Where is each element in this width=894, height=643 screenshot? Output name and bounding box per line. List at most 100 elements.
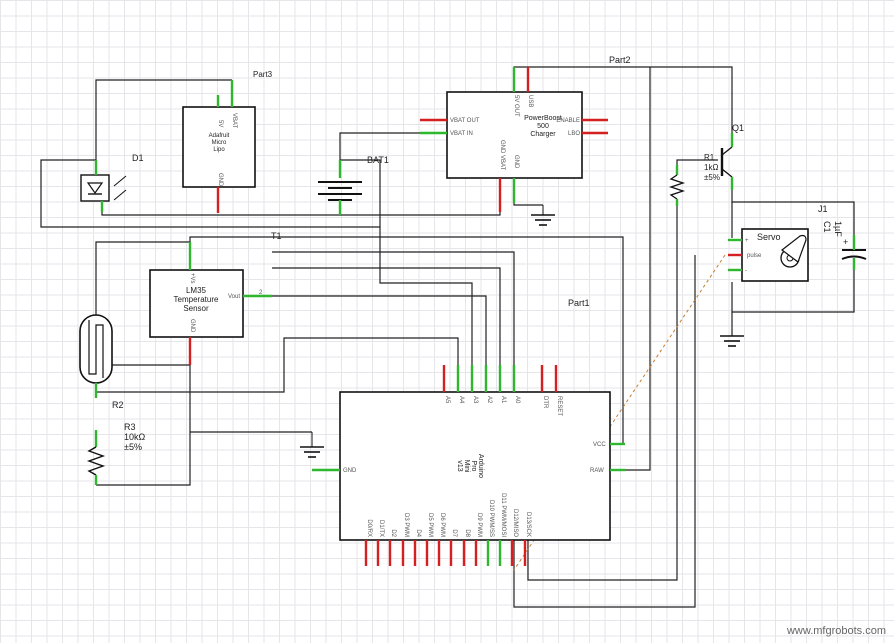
svg-text:VBAT: VBAT — [231, 113, 237, 129]
svg-text:ENABLE: ENABLE — [556, 118, 580, 124]
r1-label: R1 — [704, 153, 715, 162]
part1-pin-label: RESET — [556, 396, 562, 416]
svg-text:5V OUT: 5V OUT — [513, 95, 519, 117]
r2-label: R2 — [112, 400, 124, 410]
part1-pin-label: A0 — [514, 396, 520, 404]
svg-text:Temperature: Temperature — [174, 295, 219, 304]
part1-pin-label: D4 — [415, 529, 421, 537]
svg-text:RAW: RAW — [590, 468, 604, 474]
part1-pin-label: D2 — [390, 529, 396, 537]
wire-a1 — [272, 267, 501, 392]
svg-text:2: 2 — [259, 290, 263, 296]
part1-pin-label: D13/SCK — [525, 512, 531, 537]
r1-zigzag — [668, 174, 686, 200]
svg-text:pulse: pulse — [747, 253, 762, 259]
j1-name: Servo — [757, 232, 781, 242]
wire-raw — [625, 67, 651, 471]
r1-tolerance: ±5% — [704, 173, 720, 182]
part2-label: Part2 — [609, 55, 631, 65]
r1-resistor: R1 1kΩ ±5% — [668, 153, 720, 206]
part1-pin-label: D7 — [451, 529, 457, 537]
part1-pin-label: D10 PWM/SS — [488, 500, 494, 537]
c1-value: 1µF — [833, 221, 843, 237]
wire-r2-a4 — [96, 337, 459, 393]
c1-label: C1 — [822, 221, 832, 233]
svg-text:+Vs: +Vs — [189, 273, 195, 284]
d1-label: D1 — [132, 153, 144, 163]
svg-text:Adafruit: Adafruit — [209, 133, 230, 139]
wire-pulse-d9 — [513, 255, 696, 608]
svg-text:VBAT OUT: VBAT OUT — [450, 118, 480, 124]
part3-body — [182, 106, 256, 188]
part1-pin-label: D3 PWM — [403, 513, 409, 537]
wire-r2-top — [95, 241, 190, 315]
d1-light-arrow — [113, 175, 127, 187]
wire-r1-d10 — [527, 202, 678, 581]
part1-pin-label: D9 PWM — [476, 513, 482, 537]
bat1-battery: BAT1 — [318, 155, 389, 215]
q1-transistor: Q1 — [720, 123, 744, 190]
svg-text:GND VBAT: GND VBAT — [499, 140, 505, 171]
svg-text:USB: USB — [527, 95, 533, 107]
svg-text:5V: 5V — [217, 120, 223, 127]
wire-t1-gnd — [96, 338, 191, 486]
r3-value: 10kΩ — [124, 432, 146, 442]
wire-d1-part3 — [95, 79, 232, 190]
part3-micro-lipo: 5V VBAT GND Adafruit Micro Lipo Part3 — [182, 70, 273, 213]
svg-text:-: - — [745, 268, 747, 274]
part1-pin-label: D6 PWM — [439, 513, 445, 537]
part1-pin-label: DTR — [542, 396, 548, 409]
svg-text:Micro: Micro — [212, 140, 227, 146]
wire-gnd-bus — [101, 178, 501, 216]
watermark: www.mfgrobots.com — [786, 625, 886, 637]
svg-text:VCC: VCC — [593, 442, 606, 448]
part1-pin-label: A3 — [472, 396, 478, 404]
svg-text:Vout: Vout — [228, 294, 240, 300]
svg-text:VBAT IN: VBAT IN — [450, 131, 473, 137]
part1-body — [339, 391, 611, 541]
ground-symbol-arduino — [300, 432, 324, 458]
part1-pin-label: A4 — [458, 396, 464, 404]
svg-text:LM35: LM35 — [186, 286, 207, 295]
t1-body — [149, 269, 244, 338]
svg-text:v13: v13 — [456, 460, 463, 471]
q1-label: Q1 — [732, 123, 744, 133]
svg-text:GND: GND — [189, 319, 195, 333]
r2-track — [88, 320, 104, 378]
svg-text:Arduino: Arduino — [477, 454, 484, 478]
r3-tolerance: ±5% — [124, 442, 142, 452]
wire-a0 — [272, 251, 515, 392]
wire-d1-left — [40, 159, 380, 228]
part1-pin-label: D8 — [464, 529, 470, 537]
part1-label: Part1 — [568, 298, 590, 308]
svg-text:Pro: Pro — [470, 461, 477, 472]
svg-text:GND: GND — [343, 468, 357, 474]
part3-label: Part3 — [253, 70, 273, 79]
svg-text:Mini: Mini — [463, 460, 470, 473]
svg-text:+: + — [745, 238, 749, 244]
j1-label: J1 — [818, 204, 828, 214]
ground-symbol-part2 — [531, 205, 555, 226]
svg-text:Charger: Charger — [530, 131, 556, 138]
svg-text:Lipo: Lipo — [213, 147, 225, 153]
d1-led: D1 — [80, 153, 144, 212]
part1-pin-label: D12/MISO — [512, 509, 518, 537]
part1-pin-label: D5 PWM — [427, 513, 433, 537]
wire-vout-a2 — [245, 295, 487, 392]
c1-capacitor: + C1 1µF — [822, 221, 867, 270]
wire-bat-a3 — [340, 159, 473, 392]
r2-photoresistor: R2 — [79, 314, 124, 410]
c1-polarity: + — [843, 237, 848, 247]
part1-pin-label: A1 — [500, 396, 506, 404]
j1-servo: + pulse - Servo J1 — [728, 204, 828, 282]
part1-pin-label: A2 — [486, 396, 492, 404]
svg-text:PowerBoost: PowerBoost — [524, 115, 562, 122]
ground-symbol-servo — [720, 335, 744, 347]
t1-lm35: +Vs Vout 2 GND LM35 Temperature Sensor T… — [149, 231, 282, 365]
svg-text:LBO: LBO — [568, 131, 580, 137]
r1-value: 1kΩ — [704, 163, 718, 172]
